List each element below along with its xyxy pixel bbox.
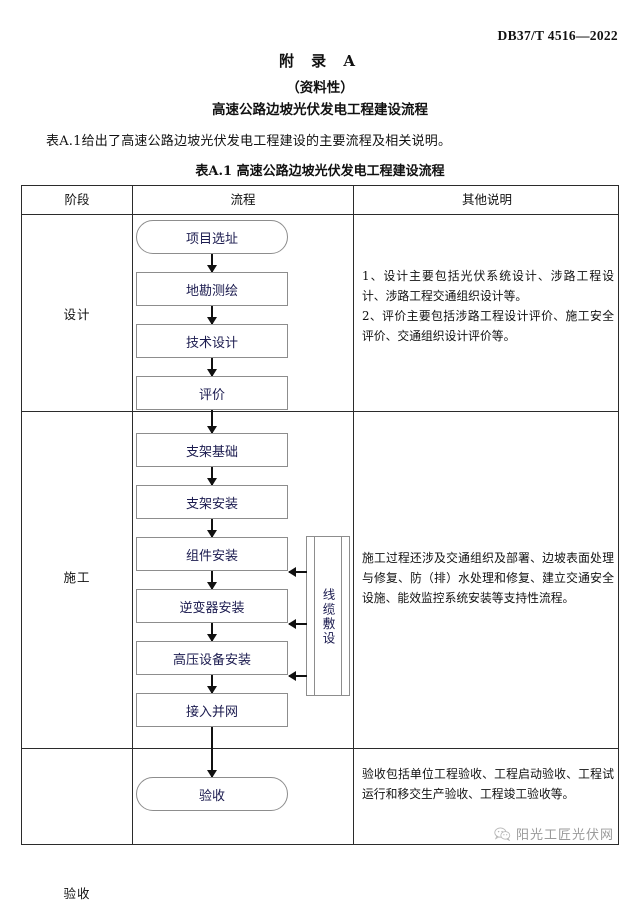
stage-label-construction: 施工 — [63, 570, 91, 585]
column-header-stage: 阶段 — [64, 192, 90, 207]
flow-arrow — [207, 623, 216, 642]
flow-arrow — [207, 571, 216, 590]
column-header-process: 流程 — [230, 192, 256, 207]
note-acceptance: 验收包括单位工程验收、工程启动验收、工程试运行和移交生产验收、工程竣工验收等。 — [362, 767, 614, 801]
flow-arrow — [207, 410, 216, 434]
document-page: DB37/T 4516—2022 附 录 A （资料性） 高速公路边坡光伏发电工… — [21, 28, 619, 901]
table-caption: 表A.1 高速公路边坡光伏发电工程建设流程 — [195, 164, 445, 179]
flow-node-bracket-foundation: 支架基础 — [136, 433, 288, 467]
row-divider-construction-acceptance — [22, 748, 618, 750]
flow-table: 阶段 流程 其他说明 设计 施工 验收 1、设计主要包括光伏系统设计、涉路工程设… — [21, 185, 619, 901]
column-divider-2 — [353, 186, 355, 844]
flow-feed-arrow — [288, 619, 307, 628]
flow-arrow — [207, 519, 216, 538]
watermark: 阳光工匠光伏网 — [494, 824, 614, 843]
flow-feed-arrow — [288, 567, 307, 576]
flow-node-site-selection: 项目选址 — [136, 220, 288, 254]
column-header-notes: 其他说明 — [461, 192, 512, 207]
note-design: 1、设计主要包括光伏系统设计、涉路工程设计、涉路工程交通组织设计等。 2、评价主… — [362, 269, 614, 343]
flow-node-acceptance: 验收 — [136, 777, 288, 811]
flow-node-inverter-installation: 逆变器安装 — [136, 589, 288, 623]
flow-feed-arrow — [288, 671, 307, 680]
flow-node-technical-design: 技术设计 — [136, 324, 288, 358]
flow-arrow — [207, 358, 216, 377]
note-construction: 施工过程还涉及交通组织及部署、边坡表面处理与修复、防（排）水处理和修复、建立交通… — [362, 551, 614, 605]
flow-node-hv-equipment-installation: 高压设备安装 — [136, 641, 288, 675]
standard-code: DB37/T 4516—2022 — [497, 28, 618, 43]
appendix-type: （资料性） — [286, 80, 354, 96]
row-divider-design-construction — [22, 411, 618, 413]
header-divider — [22, 214, 618, 216]
flow-node-cable-laying: 线缆敷设 — [306, 536, 350, 696]
flow-arrow — [207, 254, 216, 273]
flow-node-grid-connection: 接入并网 — [136, 693, 288, 727]
flow-node-bracket-installation: 支架安装 — [136, 485, 288, 519]
flow-arrow — [207, 306, 216, 325]
stage-label-design: 设计 — [63, 307, 91, 322]
appendix-name: 高速公路边坡光伏发电工程建设流程 — [212, 102, 428, 118]
stage-label-acceptance: 验收 — [63, 886, 91, 901]
watermark-text: 阳光工匠光伏网 — [515, 828, 614, 843]
flow-arrow — [207, 727, 216, 778]
column-divider-1 — [132, 186, 134, 844]
flow-node-evaluation: 评价 — [136, 376, 288, 410]
appendix-title: 附 录 A — [278, 52, 362, 70]
flow-node-geological-survey: 地勘测绘 — [136, 272, 288, 306]
flow-arrow — [207, 675, 216, 694]
wechat-icon — [494, 827, 511, 841]
flow-node-module-installation: 组件安装 — [136, 537, 288, 571]
flow-arrow — [207, 467, 216, 486]
intro-paragraph: 表A.1给出了高速公路边坡光伏发电工程建设的主要流程及相关说明。 — [46, 134, 452, 149]
flow-node-cable-laying-label: 线缆敷设 — [320, 588, 336, 646]
